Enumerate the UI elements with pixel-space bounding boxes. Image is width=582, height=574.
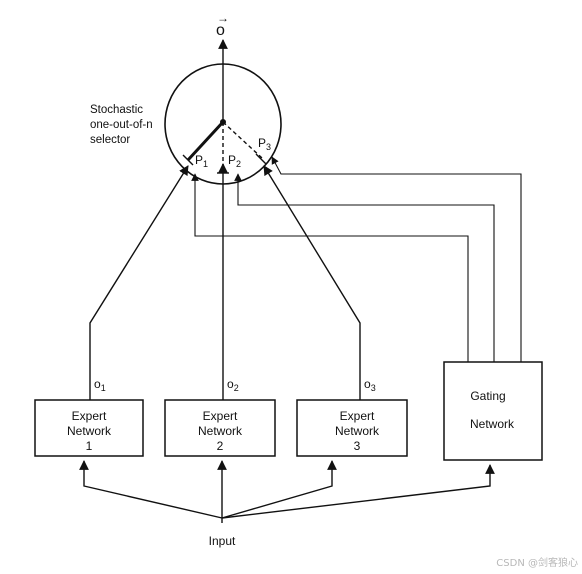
contact-tick-1 — [182, 154, 194, 166]
prob-label-2: P2 — [228, 153, 241, 169]
expert-network-3: Expert Network 3 — [296, 399, 408, 457]
gating-line-p2 — [234, 173, 495, 362]
output-label: o — [216, 22, 225, 39]
expert-3-line-1: Expert — [340, 409, 375, 423]
expert-2-line-1: Expert — [203, 409, 238, 423]
expert-2-line-3: 2 — [217, 439, 224, 453]
selector-arm-3 — [222, 121, 263, 159]
gating-line-2: Network — [470, 417, 515, 431]
expert-output-label-2: o2 — [227, 377, 239, 393]
expert-3-output-path — [263, 165, 361, 400]
expert-output-label-1: o1 — [94, 377, 106, 393]
selector-arm-1 — [186, 120, 225, 162]
output-vector-mark: → — [217, 11, 229, 25]
expert-1-line-1: Expert — [72, 409, 107, 423]
gating-network: Gating Network — [443, 361, 543, 461]
expert-3-line-3: 3 — [354, 439, 361, 453]
expert-network-1: Expert Network 1 — [34, 399, 144, 457]
input-to-expert-3 — [221, 460, 337, 519]
contact-tick-3 — [255, 153, 267, 165]
prob-label-3: P3 — [258, 136, 271, 152]
input-label: Input — [209, 534, 236, 548]
selector-label-line-1: Stochastic — [90, 104, 143, 116]
selector-label-line-2: one-out-of-n — [90, 119, 153, 131]
selector-label-line-3: selector — [90, 134, 130, 146]
expert-3-line-2: Network — [335, 424, 380, 438]
expert-1-output-path — [89, 165, 189, 400]
expert-1-line-3: 1 — [86, 439, 93, 453]
prob-label-1: P1 — [195, 153, 208, 169]
gating-line-1: Gating — [470, 389, 505, 403]
expert-1-line-2: Network — [67, 424, 112, 438]
expert-output-label-3: o3 — [364, 377, 376, 393]
gating-line-p3 — [271, 156, 522, 362]
watermark-text: CSDN @剑客狼心 — [496, 556, 578, 569]
input-to-gating — [221, 464, 495, 519]
gating-line-p1 — [191, 173, 469, 362]
expert-network-2: Expert Network 2 — [164, 399, 276, 457]
expert-2-line-2: Network — [198, 424, 243, 438]
input-to-expert-1 — [79, 460, 223, 519]
